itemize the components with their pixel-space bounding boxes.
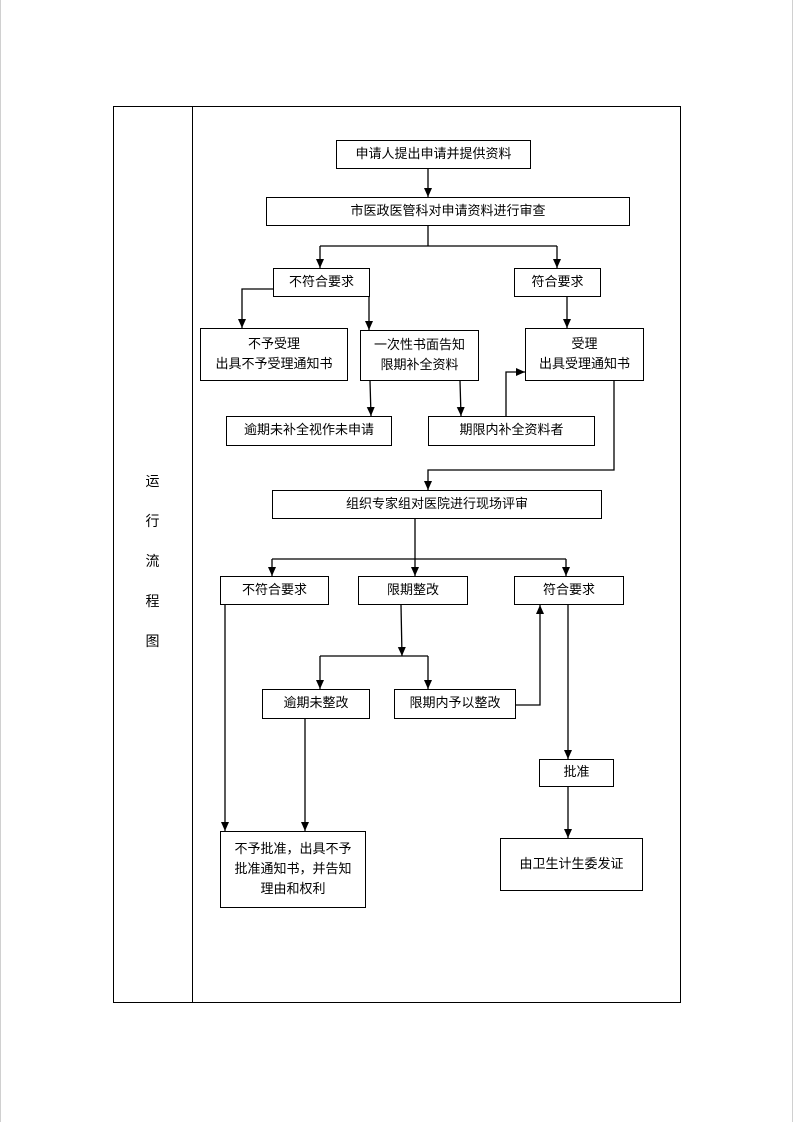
node-certificate-label: 由卫生计生委发证 xyxy=(519,856,624,872)
node-meet-1-label: 符合要求 xyxy=(531,274,584,290)
side-label-char-1: 运 xyxy=(145,474,160,490)
node-not-meet-1: 不符合要求 xyxy=(273,268,370,297)
node-rectified-in-time-label: 限期内予以整改 xyxy=(409,696,501,711)
arrow-accept-to-expert-review xyxy=(424,380,615,490)
node-meet-2: 符合要求 xyxy=(514,576,624,605)
side-label-char-3: 流 xyxy=(145,554,160,570)
arrow-to-reject-accept xyxy=(238,288,273,328)
node-apply: 申请人提出申请并提供资料 xyxy=(336,140,531,169)
arrow-to-overdue-supplement xyxy=(366,380,375,417)
arrow-rectified-to-meet-2 xyxy=(516,605,544,706)
node-overdue-supplement: 逾期未补全视作未申请 xyxy=(226,416,392,446)
node-expert-review-label: 组织专家组对医院进行现场评审 xyxy=(345,496,528,512)
node-not-meet-2-label: 不符合要求 xyxy=(241,582,307,598)
node-apply-label: 申请人提出申请并提供资料 xyxy=(355,146,512,162)
node-accept-label: 受理 出具受理通知书 xyxy=(538,336,630,372)
node-approve-label: 批准 xyxy=(563,765,590,780)
node-meet-1: 符合要求 xyxy=(514,268,601,297)
node-rectify-label: 限期整改 xyxy=(386,582,439,598)
label-column-divider xyxy=(192,106,193,1003)
node-reject-approve-label: 不予批准，出具不予 批准通知书，并告知 理由和权利 xyxy=(234,841,352,897)
arrow-rectify-down xyxy=(397,604,406,657)
side-label: 运 行 流 程 图 xyxy=(113,462,192,662)
node-notify-supplement-label: 一次性书面告知 限期补全资料 xyxy=(373,337,465,373)
node-not-meet-1-label: 不符合要求 xyxy=(288,274,354,290)
node-reject-accept: 不予受理 出具不予受理通知书 xyxy=(200,328,348,381)
node-overdue-supplement-label: 逾期未补全视作未申请 xyxy=(243,423,374,438)
node-not-meet-2: 不符合要求 xyxy=(220,576,329,605)
outer-table xyxy=(113,106,681,1003)
page-edge-left xyxy=(0,0,1,1122)
node-supplement-in-time: 期限内补全资料者 xyxy=(428,416,595,446)
node-rectify: 限期整改 xyxy=(358,576,468,605)
node-overdue-rectify-label: 逾期未整改 xyxy=(283,696,349,711)
arrow-supplement-to-accept xyxy=(505,368,525,416)
side-label-char-2: 行 xyxy=(145,514,160,530)
node-review-label: 市医政医管科对申请资料进行审查 xyxy=(350,203,546,219)
node-approve: 批准 xyxy=(539,759,614,787)
node-certificate: 由卫生计生委发证 xyxy=(500,838,643,891)
node-supplement-in-time-label: 期限内补全资料者 xyxy=(459,423,564,438)
node-overdue-rectify: 逾期未整改 xyxy=(262,689,370,719)
node-accept: 受理 出具受理通知书 xyxy=(525,328,644,381)
node-expert-review: 组织专家组对医院进行现场评审 xyxy=(272,490,602,519)
node-review: 市医政医管科对申请资料进行审查 xyxy=(266,197,630,226)
node-reject-accept-label: 不予受理 出具不予受理通知书 xyxy=(215,336,333,372)
side-label-char-5: 图 xyxy=(145,634,160,650)
arrow-to-supplement-in-time xyxy=(456,380,465,417)
node-rectified-in-time: 限期内予以整改 xyxy=(394,689,516,719)
node-notify-supplement: 一次性书面告知 限期补全资料 xyxy=(360,330,479,381)
node-reject-approve: 不予批准，出具不予 批准通知书，并告知 理由和权利 xyxy=(220,831,366,908)
side-label-char-4: 程 xyxy=(145,594,160,610)
node-meet-2-label: 符合要求 xyxy=(542,582,595,598)
